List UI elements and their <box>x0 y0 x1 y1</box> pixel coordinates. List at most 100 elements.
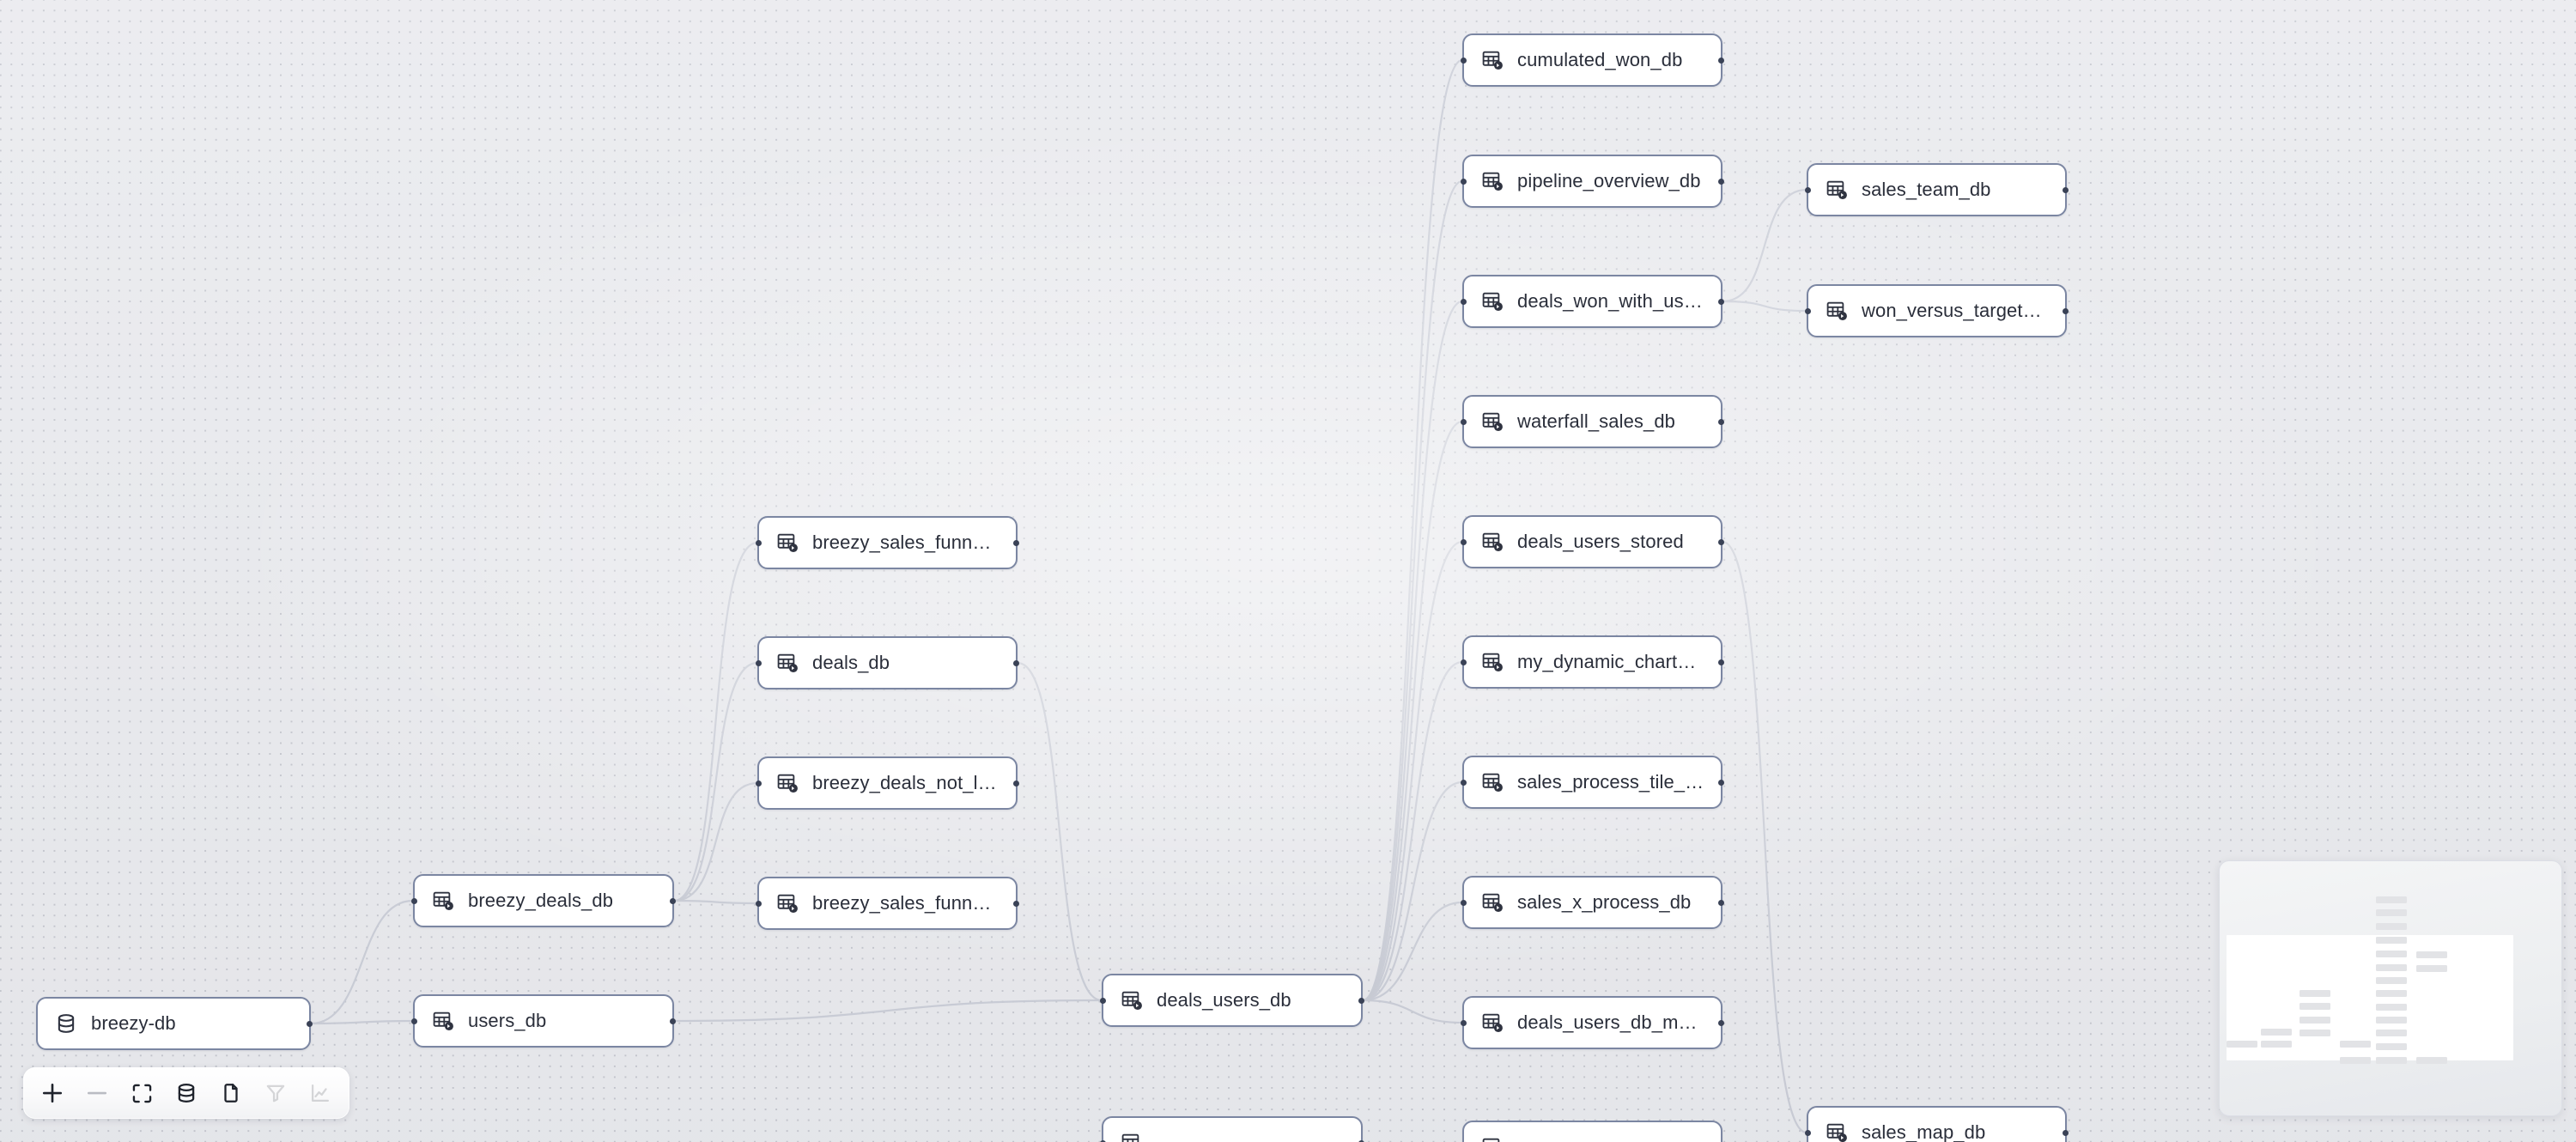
table-query-icon <box>1826 301 1847 321</box>
graph-node-sales_team_db[interactable]: sales_team_db <box>1805 163 2069 216</box>
graph-node-sales_process_tile_db[interactable]: sales_process_tile_db <box>1461 756 1724 809</box>
graph-node-label: deals_won_with_users_db <box>1517 290 1705 312</box>
table-query-icon <box>1121 1133 1139 1142</box>
plus-icon <box>42 1083 63 1103</box>
minimap-node <box>2261 1041 2292 1048</box>
graph-node-cumulated_won_db[interactable]: cumulated_won_db <box>1461 33 1724 87</box>
table-query-icon <box>1482 773 1503 793</box>
minimap-node <box>2300 1030 2330 1036</box>
table-query-icon <box>777 894 798 914</box>
graph-node-my_dynamic_chart_db[interactable]: my_dynamic_chart_db <box>1461 635 1724 689</box>
minimap-node-layer <box>2220 861 2561 1115</box>
minimap-node <box>2376 1043 2407 1050</box>
graph-node-breezy_sales_funnel_lost_db[interactable]: breezy_sales_funnel_lost_db <box>756 516 1019 569</box>
graph-node-deals_db[interactable]: deals_db <box>756 636 1019 689</box>
graph-node-label: sales_team_db <box>1862 179 1991 200</box>
graph-edge <box>1017 661 1103 1002</box>
filter-icon <box>266 1084 285 1103</box>
graph-node-breezy-db[interactable]: breezy-db <box>36 997 313 1050</box>
graph-node-deals_users_db_modern_das[interactable]: deals_users_db_modern_das… <box>1461 996 1724 1049</box>
graph-node-deals_won_with_users_db[interactable]: deals_won_with_users_db <box>1461 275 1724 328</box>
database-icon <box>178 1084 195 1103</box>
table-query-icon <box>1482 653 1503 672</box>
minimap-node <box>2376 896 2407 903</box>
graph-node-partial_left_bottom[interactable] <box>1100 1116 1364 1142</box>
graph-node-deals_users_db[interactable]: deals_users_db <box>1100 974 1364 1027</box>
table-query-icon <box>777 533 798 553</box>
toolbar-charts-button <box>298 1071 343 1115</box>
minimap-inner <box>2220 861 2561 1115</box>
graph-node-label: deals_users_db_modern_das… <box>1517 1011 1705 1033</box>
table-query-icon <box>1482 412 1503 432</box>
table-query-icon <box>1482 292 1503 312</box>
canvas-toolbar[interactable] <box>23 1067 349 1119</box>
graph-node-breezy_deals_db[interactable]: breezy_deals_db <box>411 874 676 927</box>
graph-edge <box>1722 540 1807 1134</box>
minimap-node <box>2376 1017 2407 1024</box>
toolbar-databases-button[interactable] <box>164 1071 209 1115</box>
graph-edge <box>673 999 1103 1023</box>
table-query-icon <box>1482 1138 1500 1142</box>
table-query-icon <box>1482 172 1503 191</box>
table-query-icon <box>1482 532 1503 552</box>
graph-node-label: won_versus_target_db <box>1862 300 2050 321</box>
minimap-node <box>2416 965 2447 972</box>
table-query-icon <box>1826 1123 1847 1142</box>
table-query-icon <box>1482 893 1503 913</box>
graph-node-label: sales_process_tile_db <box>1517 771 1705 793</box>
graph-edge <box>1362 999 1463 1024</box>
minimap-node <box>2376 990 2407 997</box>
graph-node-sales_x_process_db[interactable]: sales_x_process_db <box>1461 876 1724 929</box>
graph-edge <box>310 1019 414 1025</box>
graph-edge <box>1362 179 1463 1002</box>
toolbar-fit-view-button[interactable] <box>119 1071 164 1115</box>
minimap-panel[interactable] <box>2219 860 2562 1116</box>
minimap-node <box>2300 1017 2330 1024</box>
graph-node-breezy_deals_not_lost_db[interactable]: breezy_deals_not_lost_db <box>756 756 1019 810</box>
graph-node-breezy_sales_funnel_avg_dur[interactable]: breezy_sales_funnel_avg_dur… <box>756 877 1019 930</box>
chart-line-icon <box>311 1084 330 1103</box>
graph-node-label: my_dynamic_chart_db <box>1517 651 1705 672</box>
table-query-icon <box>777 774 798 793</box>
toolbar-filters-button <box>253 1071 298 1115</box>
minimap-node <box>2261 1029 2292 1036</box>
table-query-icon <box>1482 51 1503 70</box>
graph-node-label: deals_db <box>812 652 890 673</box>
minimap-viewport[interactable] <box>2227 935 2513 1060</box>
graph-edge <box>673 781 758 902</box>
minimap-node <box>2376 977 2407 984</box>
graph-node-label: breezy_deals_not_lost_db <box>812 772 1000 793</box>
graph-edge <box>310 899 414 1025</box>
minimap-node <box>2376 1004 2407 1011</box>
minimap-node <box>2416 951 2447 958</box>
graph-edge <box>1362 420 1463 1002</box>
minimap-node <box>2340 1041 2371 1048</box>
table-query-icon <box>433 1011 453 1031</box>
graph-edge <box>673 541 758 902</box>
minimap-node <box>2300 990 2330 997</box>
graph-node-won_versus_target_db[interactable]: won_versus_target_db <box>1805 284 2069 337</box>
graph-node-deals_users_stored[interactable]: deals_users_stored <box>1461 515 1724 568</box>
graph-node-label: waterfall_sales_db <box>1517 410 1676 432</box>
file-icon <box>224 1084 238 1103</box>
graph-node-waterfall_sales_db[interactable]: waterfall_sales_db <box>1461 395 1724 448</box>
graph-node-label: sales_x_process_db <box>1517 891 1692 913</box>
graph-node-label: sales_map_db <box>1862 1121 1986 1142</box>
graph-node-label: pipeline_overview_db <box>1517 170 1701 191</box>
minimap-node <box>2376 951 2407 957</box>
minimap-node <box>2376 937 2407 944</box>
graph-node-users_db[interactable]: users_db <box>411 994 676 1048</box>
minimap-node <box>2416 1057 2447 1064</box>
minimap-node <box>2376 1030 2407 1036</box>
graph-node-partial_center_bottom[interactable] <box>1462 1121 1722 1142</box>
table-query-icon <box>1482 1013 1503 1033</box>
toolbar-zoom-in-button[interactable] <box>30 1071 75 1115</box>
minimap-node <box>2376 964 2407 971</box>
toolbar-zoom-out-button[interactable] <box>75 1071 119 1115</box>
toolbar-documents-button[interactable] <box>209 1071 253 1115</box>
graph-node-pipeline_overview_db[interactable]: pipeline_overview_db <box>1461 155 1724 208</box>
graph-node-sales_map_db[interactable]: sales_map_db <box>1805 1106 2069 1142</box>
graph-edge <box>1362 901 1463 1002</box>
